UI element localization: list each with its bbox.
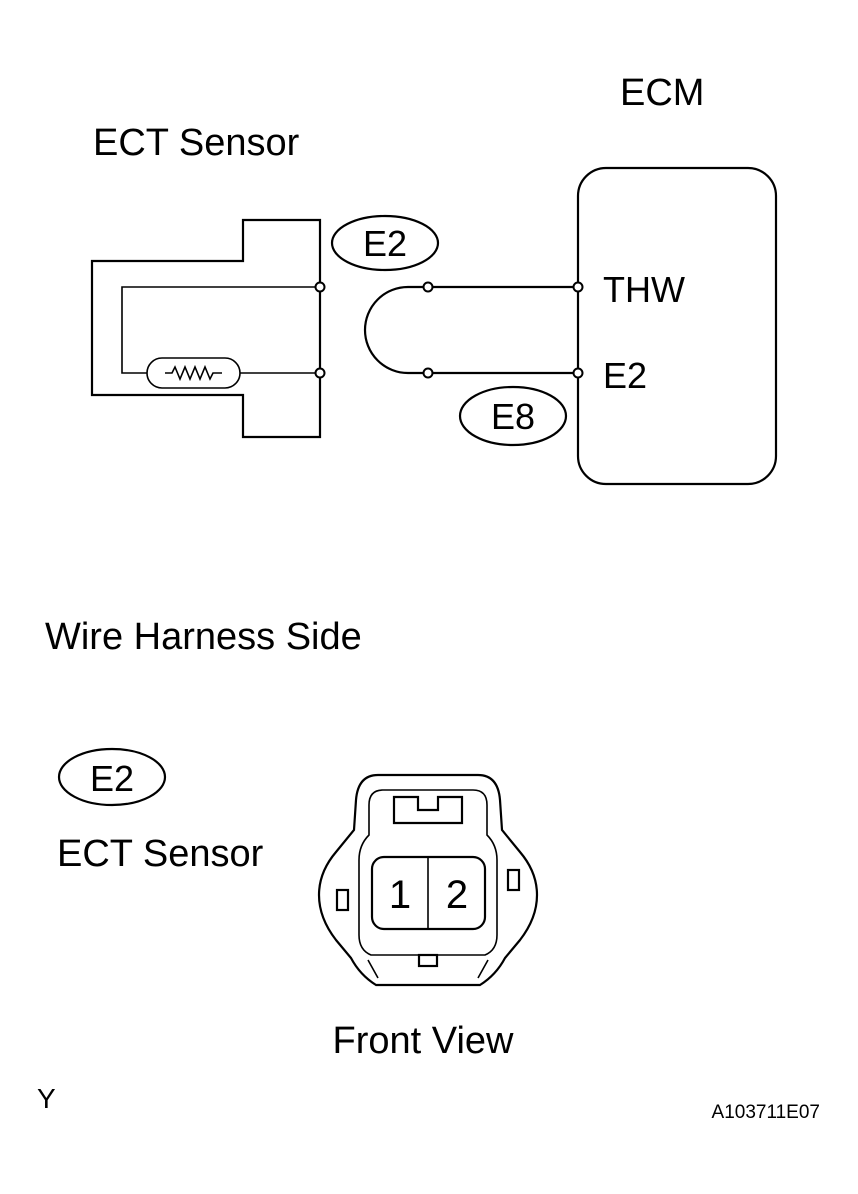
sensor-terminal-1 <box>314 281 326 293</box>
harness-terminal-1 <box>422 281 434 293</box>
component-label-lower: ECT Sensor <box>57 833 264 875</box>
figure-id: A103711E07 <box>712 1102 820 1123</box>
corner-mark: Y <box>37 1083 56 1114</box>
ect-sensor-label: ECT Sensor <box>93 122 300 164</box>
ecm-pin-e2: E2 <box>603 355 647 396</box>
ecm-label: ECM <box>620 72 704 114</box>
harness-terminal-2 <box>422 367 434 379</box>
pin-1-label: 1 <box>389 873 411 917</box>
harness-loop <box>363 285 428 375</box>
sensor-body-outline <box>90 218 322 439</box>
connector-code-e2: E2 <box>363 223 407 264</box>
thermistor-icon <box>146 357 241 389</box>
connector-badge-e8 <box>458 385 568 447</box>
section-title: Wire Harness Side <box>45 616 362 658</box>
ecm-terminal-e2 <box>572 367 584 379</box>
pin-2-label: 2 <box>446 873 468 917</box>
ecm-box <box>576 166 778 486</box>
front-view-label: Front View <box>333 1020 514 1062</box>
connector-front-view-icon <box>317 773 539 987</box>
ecm-pin-thw: THW <box>603 269 685 310</box>
connector-badge-e2 <box>330 214 440 272</box>
sensor-inner-wire <box>121 286 320 374</box>
connector-code-lower: E2 <box>90 758 134 799</box>
sensor-terminal-2 <box>314 367 326 379</box>
ecm-terminal-thw <box>572 281 584 293</box>
connector-code-e8: E8 <box>491 396 535 437</box>
connector-badge-e2-lower <box>57 747 167 807</box>
